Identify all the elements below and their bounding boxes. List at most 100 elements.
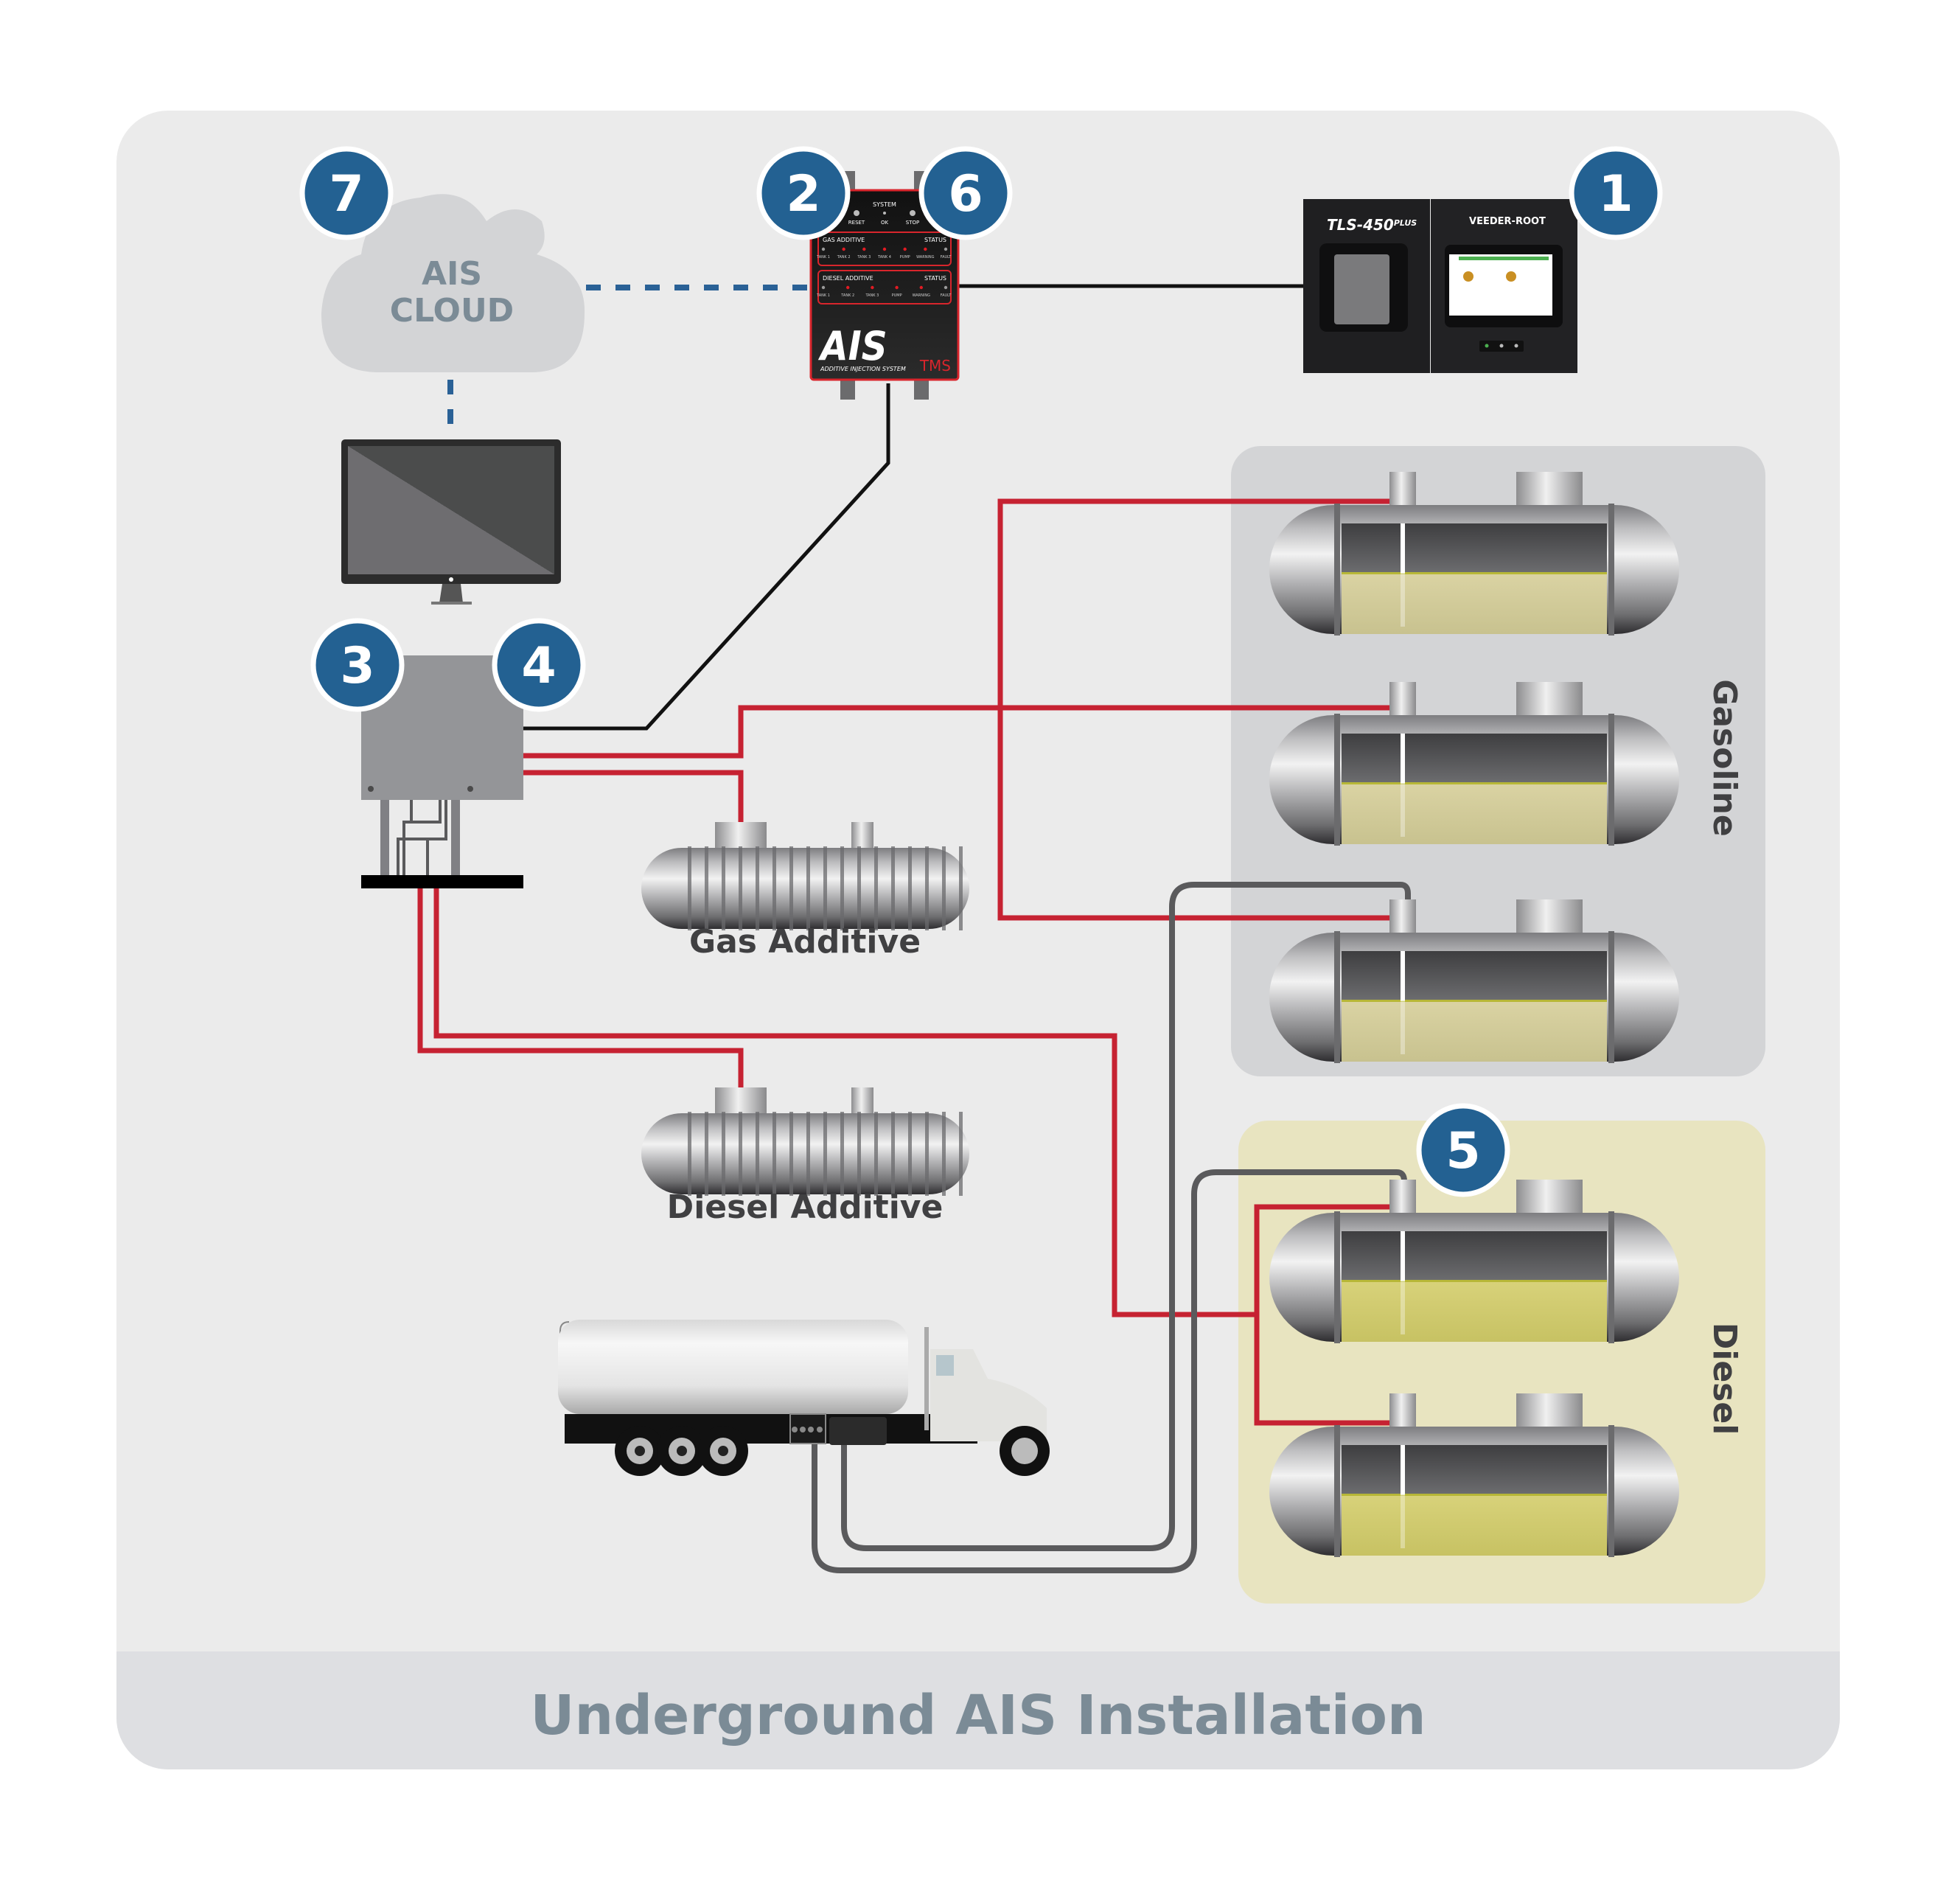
indicator-led-tank-1 (821, 247, 826, 251)
badge-number: 3 (340, 637, 374, 695)
touchscreen[interactable] (1449, 254, 1552, 316)
tank-rib (756, 1112, 759, 1196)
tank-rib (857, 846, 861, 930)
pipe-manifold-to-diesel-additive (417, 888, 744, 1099)
tank-rib (722, 1112, 725, 1196)
status-led-green (1485, 344, 1489, 348)
pipe-diesel-tanks (1254, 1204, 1393, 1426)
additive-tank-1: Gas Additive (641, 822, 969, 961)
tank-rib (908, 846, 912, 930)
tank-rib (789, 846, 793, 930)
tank-rib (806, 846, 810, 930)
badge-1[interactable]: 1 (1569, 146, 1663, 240)
pipe-junction-to-gasoline-tank-1 (523, 705, 1393, 759)
tank-end-band (1334, 714, 1340, 846)
badge-3[interactable]: 3 (310, 618, 405, 712)
stop-button[interactable] (910, 210, 916, 216)
indicator-led-warning (924, 247, 927, 251)
mount-tab-bottom-right (914, 376, 929, 400)
junction-screw-right (467, 786, 473, 792)
truck-rear-wheels (615, 1426, 748, 1476)
badge-5[interactable]: 5 (1416, 1103, 1510, 1197)
additive-tank-label: Gas Additive (689, 923, 921, 961)
tank-rib (756, 846, 759, 930)
tank-rib (806, 1112, 810, 1196)
truck-exhaust-stack (924, 1327, 929, 1430)
tank-rib (773, 1112, 776, 1196)
level-probe (1401, 523, 1405, 574)
level-probe (1401, 951, 1405, 1001)
additive-tank-2: Diesel Additive (641, 1087, 969, 1226)
badge-number: 2 (786, 165, 820, 223)
indicator-label: PUMP (892, 293, 902, 298)
tank-end-band (1608, 1425, 1614, 1557)
vent-port (851, 822, 873, 852)
indicator-label: TANK 1 (816, 255, 830, 260)
badge-circle (918, 146, 1013, 240)
badge-2[interactable]: 2 (756, 146, 851, 240)
fill-manhole (1516, 899, 1583, 936)
tls-450-plus-console: TLS-450PLUS VEEDER-ROOT (1303, 199, 1577, 373)
vent-port (851, 1087, 873, 1117)
tank-rib (925, 846, 929, 930)
badge-number: 4 (521, 637, 556, 695)
level-probe-submerged (1401, 573, 1405, 627)
cloud-label-line1: AIS (422, 255, 482, 293)
status-led-2 (1499, 344, 1504, 348)
tank-end-band (1608, 714, 1614, 846)
hose-truck-to-diesel-tank-1 (812, 1169, 1407, 1573)
indicator-led-tank-4 (882, 247, 887, 251)
fill-manhole (1516, 1180, 1583, 1216)
badge-number: 7 (329, 165, 363, 223)
ais-cloud: AIS CLOUD (321, 194, 585, 372)
badge-number: 6 (948, 165, 983, 223)
indicator-label: FAULT (941, 293, 952, 298)
ais-logo: AIS (817, 324, 887, 370)
level-probe (1401, 734, 1405, 784)
cloud-icon (321, 194, 585, 372)
indicator-label: TANK 2 (840, 293, 854, 298)
tank-rib (705, 846, 708, 930)
indicator-led-warning (919, 285, 924, 290)
badge-6[interactable]: 6 (918, 146, 1013, 240)
fill-manhole (1516, 1393, 1583, 1430)
tank-rib (874, 1112, 878, 1196)
indicator-label: FAULT (941, 255, 952, 260)
badge-circle (299, 146, 394, 240)
truck-ladder (559, 1321, 570, 1393)
badge-circle (1416, 1103, 1510, 1197)
tank-rib (891, 1112, 895, 1196)
gasoline-tank (1269, 472, 1679, 636)
junction-leg-right (451, 800, 460, 875)
tank-gauge-icon-2 (1506, 271, 1516, 282)
badge-4[interactable]: 4 (492, 618, 586, 712)
fuel-level (1342, 1494, 1607, 1556)
reset-button[interactable] (854, 210, 859, 216)
controller-body (809, 189, 960, 381)
probe-riser (1389, 1393, 1416, 1430)
badge-7[interactable]: 7 (299, 146, 394, 240)
additive-pipes (417, 498, 1393, 1426)
tank-rib (722, 846, 725, 930)
hose-truck-to-gasoline-tank-3 (841, 882, 1411, 1551)
diesel-status-title: STATUS (924, 275, 946, 282)
probe-riser (1389, 899, 1416, 936)
fuel-level (1342, 573, 1607, 634)
indicator-label: TANK 3 (857, 255, 871, 260)
tank-rib (705, 1112, 708, 1196)
network-links (447, 285, 811, 434)
diesel-tank (1269, 1393, 1679, 1557)
additive-tank-label: Diesel Additive (667, 1188, 944, 1226)
level-probe (1401, 1231, 1405, 1281)
indicator-led-tank-1 (821, 285, 826, 290)
pipe-junction-to-gas-additive (523, 770, 744, 822)
veeder-root-logo: VEEDER-ROOT (1469, 216, 1546, 227)
pipe-gasoline-tank-1 (997, 498, 1393, 921)
indicator-led-tank-3 (871, 285, 874, 290)
tank-rib (908, 1112, 912, 1196)
level-probe-submerged (1401, 1000, 1405, 1054)
truck-cab (930, 1349, 1047, 1441)
